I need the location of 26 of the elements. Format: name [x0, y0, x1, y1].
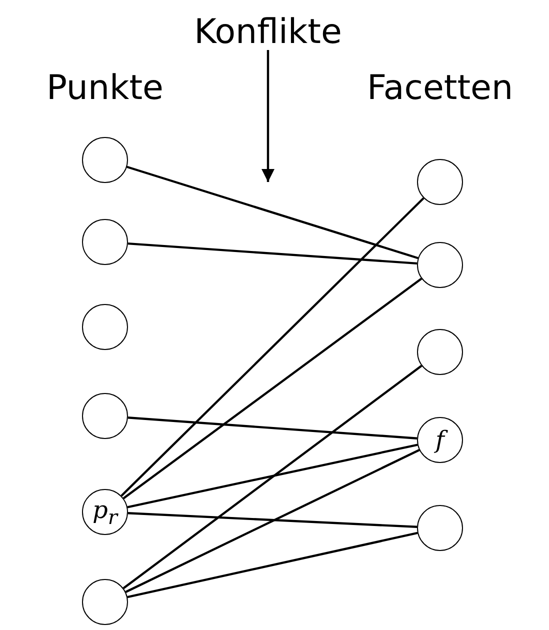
vertex-circle [417, 417, 463, 463]
vertex-circle [417, 159, 463, 205]
connector-line [120, 197, 424, 497]
vertex-label: p$_{r}$ [92, 498, 118, 526]
vertex-circle [417, 505, 463, 551]
vertex-circle [82, 393, 128, 439]
connector-line [127, 532, 418, 598]
connector-line [126, 166, 418, 260]
vertex-circle [82, 489, 128, 535]
connector-line [122, 278, 422, 500]
connector-line [128, 512, 418, 528]
connector-line [128, 242, 418, 265]
annotation-label: Konflikte [193, 14, 343, 50]
connector-line [125, 449, 420, 593]
leader-arrow [261, 50, 275, 182]
vertex-circle [82, 137, 128, 183]
vertex-circle [417, 242, 463, 288]
column-heading: Facetten [367, 71, 513, 105]
column-heading: Punkte [46, 71, 164, 105]
vertex-circle [417, 329, 463, 375]
vertex-circle [82, 579, 128, 625]
connector-line [128, 416, 418, 440]
connector-line [122, 364, 422, 590]
vertex-circle [82, 304, 128, 350]
vertex-circle [82, 219, 128, 265]
connector-line [127, 444, 418, 508]
